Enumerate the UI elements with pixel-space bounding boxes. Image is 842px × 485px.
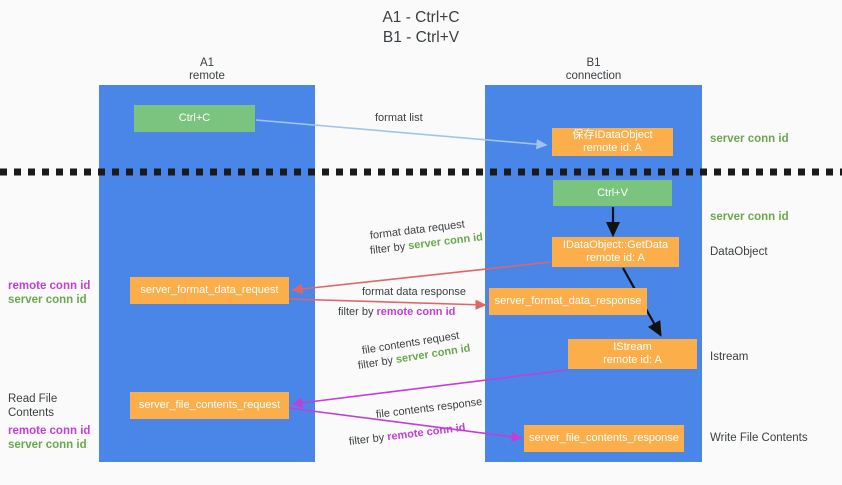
column-b1-subtitle: connection <box>565 70 622 82</box>
label-read-file-contents-group: Read File Contents remote conn id server… <box>8 392 103 452</box>
node-server-format-data-response[interactable]: server_format_data_response <box>489 288 647 315</box>
node-istream[interactable]: IStream remote id: A <box>568 339 697 369</box>
edge-label-format-list: format list <box>375 112 423 124</box>
column-b1-name: B1 <box>586 57 601 69</box>
label-server-conn-id-lower: server conn id <box>8 439 87 451</box>
node-save-idataobject[interactable]: 保存IDataObject remote id: A <box>552 128 673 156</box>
label-conn-ids-upper: remote conn id server conn id <box>8 279 98 307</box>
filter-by-text-1: filter by <box>369 240 409 257</box>
node-server-file-contents-response[interactable]: server_file_contents_response <box>524 425 684 452</box>
node-ctrl-v-label: Ctrl+V <box>597 186 628 199</box>
node-idataobject-getdata-remote-id: remote id: A <box>586 252 645 264</box>
label-server-conn-id-top: server conn id <box>710 133 789 145</box>
node-save-idataobject-remote-id: remote id: A <box>583 142 642 154</box>
filter-remote-conn-id-1: remote conn id <box>376 306 456 318</box>
label-server-conn-id-mid: server conn id <box>710 211 789 223</box>
edge-label-file-contents-response: file contents response <box>375 396 483 421</box>
edge-label-format-data-response: format data response <box>362 286 466 298</box>
node-server-file-contents-request[interactable]: server_file_contents_request <box>130 392 289 419</box>
page-title: A1 - Ctrl+C B1 - Ctrl+V <box>382 9 460 46</box>
node-istream-label: IStream <box>613 341 652 353</box>
edge-label-format-data-response-filter: filter by remote conn id <box>338 305 455 319</box>
node-idataobject-getdata-label: IDataObject::GetData <box>562 239 669 251</box>
column-header-b1: B1 connection <box>485 57 702 83</box>
node-ctrl-v[interactable]: Ctrl+V <box>553 180 672 206</box>
node-ctrl-c-label: Ctrl+C <box>178 112 211 124</box>
column-a1-subtitle: remote <box>189 70 225 82</box>
label-dataobject: DataObject <box>710 246 768 258</box>
label-write-file-contents: Write File Contents <box>710 432 808 444</box>
node-server-format-data-request-label: server_format_data_request <box>140 284 279 296</box>
node-ctrl-c[interactable]: Ctrl+C <box>134 105 255 132</box>
column-a1-name: A1 <box>199 57 215 69</box>
filter-by-text-4: filter by <box>348 431 388 448</box>
node-idataobject-getdata[interactable]: IDataObject::GetData remote id: A <box>552 237 679 267</box>
node-istream-remote-id: remote id: A <box>603 354 662 366</box>
label-read-file-contents: Read File Contents <box>8 393 58 419</box>
column-header-a1: A1 remote <box>99 57 315 83</box>
node-server-format-data-request[interactable]: server_format_data_request <box>130 277 289 304</box>
label-remote-conn-id-upper: remote conn id <box>8 280 91 292</box>
edge-label-file-contents-response-filter: filter by remote conn id <box>348 421 466 449</box>
node-server-file-contents-request-label: server_file_contents_request <box>138 399 281 411</box>
node-server-format-data-response-label: server_format_data_response <box>494 295 642 307</box>
label-remote-conn-id-lower: remote conn id <box>8 425 91 437</box>
filter-by-text-2: filter by <box>338 306 377 318</box>
node-server-file-contents-response-label: server_file_contents_response <box>529 432 679 444</box>
label-istream: Istream <box>710 351 749 363</box>
label-server-conn-id-upper: server conn id <box>8 294 87 306</box>
filter-remote-conn-id-2: remote conn id <box>386 421 467 444</box>
node-save-idataobject-label: 保存IDataObject <box>572 129 653 141</box>
